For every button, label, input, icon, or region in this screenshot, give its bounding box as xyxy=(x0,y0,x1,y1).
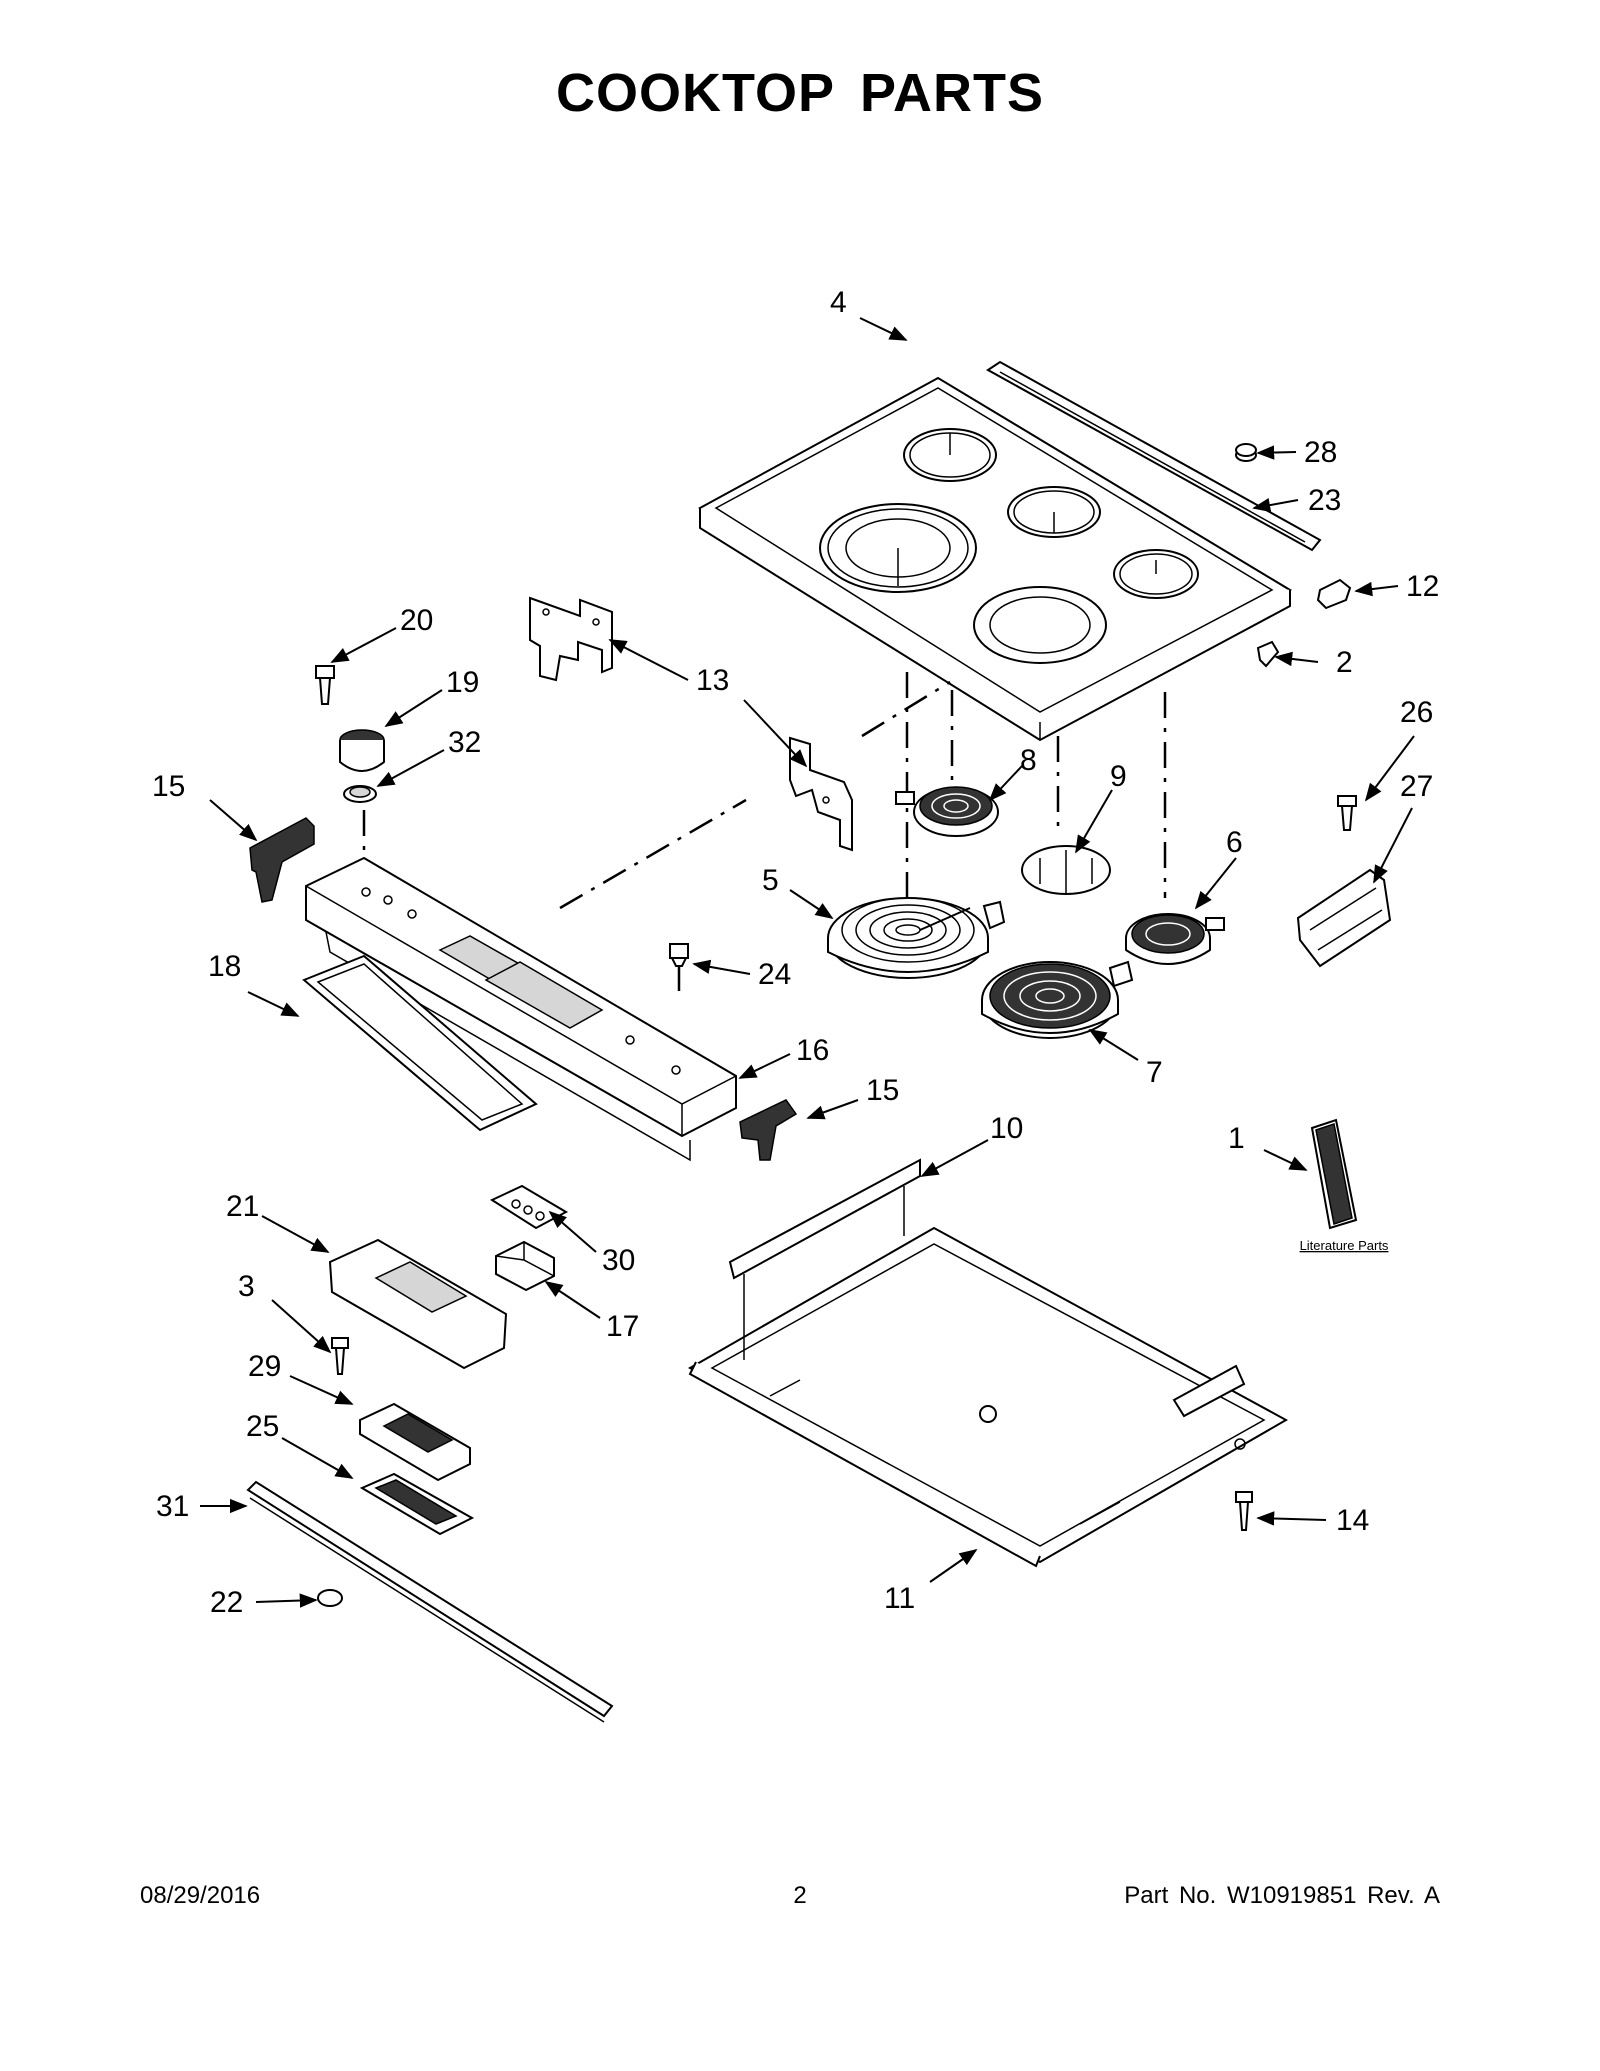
assembly-guide-lines xyxy=(362,672,1167,1000)
callout-labels: 4 28 23 12 2 20 19 32 13 8 9 26 27 15 5 … xyxy=(152,286,1439,1619)
callout-24: 24 xyxy=(758,958,791,991)
clip xyxy=(1316,578,1352,610)
callout-7: 7 xyxy=(1146,1056,1163,1089)
bumper xyxy=(1235,443,1257,462)
callout-6: 6 xyxy=(1226,826,1243,859)
button-24 xyxy=(669,943,689,967)
callout-23: 23 xyxy=(1308,484,1341,517)
screw-26 xyxy=(1337,795,1357,831)
side-bracket-right xyxy=(789,736,853,852)
page-title: COOKTOP PARTS xyxy=(555,63,1045,123)
membrane-30 xyxy=(489,1184,569,1230)
footer-part-number: Part No. W10919851 Rev. A xyxy=(1124,1882,1440,1909)
footer-date: 08/29/2016 xyxy=(140,1882,261,1909)
glass-bracket xyxy=(1256,640,1280,668)
end-cap-left xyxy=(249,817,315,903)
small-surface-element xyxy=(895,786,999,837)
screw-3 xyxy=(331,1337,349,1375)
control-panel-housing xyxy=(305,856,737,1162)
callout-15-left: 15 xyxy=(152,770,185,803)
callout-8: 8 xyxy=(1020,744,1037,777)
small-surface-element-right xyxy=(1125,913,1225,965)
callout-21: 21 xyxy=(226,1190,259,1223)
knob xyxy=(339,729,385,772)
literature-parts-label: Literature Parts xyxy=(1300,1238,1389,1253)
callout-16: 16 xyxy=(796,1034,829,1067)
callout-2: 2 xyxy=(1336,646,1353,679)
screw-14 xyxy=(1235,1491,1253,1531)
callout-25: 25 xyxy=(246,1410,279,1443)
burner-box xyxy=(687,1158,1289,1568)
callout-4: 4 xyxy=(830,286,847,319)
callout-29: 29 xyxy=(248,1350,281,1383)
callout-27: 27 xyxy=(1400,770,1433,803)
callout-26: 26 xyxy=(1400,696,1433,729)
callout-11: 11 xyxy=(884,1582,915,1615)
callout-1: 1 xyxy=(1228,1122,1245,1155)
screw-20 xyxy=(315,665,335,705)
end-cap-right xyxy=(739,1099,798,1161)
callout-17: 17 xyxy=(606,1310,639,1343)
callout-18: 18 xyxy=(208,950,241,983)
literature-booklet xyxy=(1310,1118,1358,1230)
control-board xyxy=(328,1238,508,1370)
callout-15-right: 15 xyxy=(866,1074,899,1107)
callout-3: 3 xyxy=(238,1270,255,1303)
callout-13: 13 xyxy=(696,664,729,697)
knob-ring xyxy=(343,785,377,803)
callout-14: 14 xyxy=(1336,1504,1369,1537)
callout-10: 10 xyxy=(990,1112,1023,1145)
cap-22 xyxy=(317,1589,343,1607)
callout-31: 31 xyxy=(156,1490,189,1523)
callout-19: 19 xyxy=(446,666,479,699)
cooktop-glass xyxy=(698,376,1293,742)
long-trim-31 xyxy=(246,1480,614,1723)
callout-12: 12 xyxy=(1406,570,1439,603)
callout-20: 20 xyxy=(400,604,433,637)
callout-22: 22 xyxy=(210,1586,243,1619)
large-surface-element xyxy=(827,897,1006,979)
rear-trim-strip xyxy=(986,360,1322,552)
callout-32: 32 xyxy=(448,726,481,759)
callout-9: 9 xyxy=(1110,760,1127,793)
footer-page-number: 2 xyxy=(793,1882,807,1909)
insulator-25 xyxy=(359,1472,475,1536)
medium-surface-element xyxy=(981,960,1134,1039)
callout-5: 5 xyxy=(762,864,779,897)
control-trim-frame xyxy=(302,954,538,1132)
callout-30: 30 xyxy=(602,1244,635,1277)
bracket-29 xyxy=(359,1402,471,1482)
relay-17 xyxy=(495,1240,555,1292)
rear-bracket xyxy=(1296,868,1392,968)
leader-arrows xyxy=(200,317,1415,1608)
element-holder xyxy=(1021,845,1111,895)
callout-28: 28 xyxy=(1304,436,1337,469)
side-bracket-left xyxy=(529,596,613,682)
